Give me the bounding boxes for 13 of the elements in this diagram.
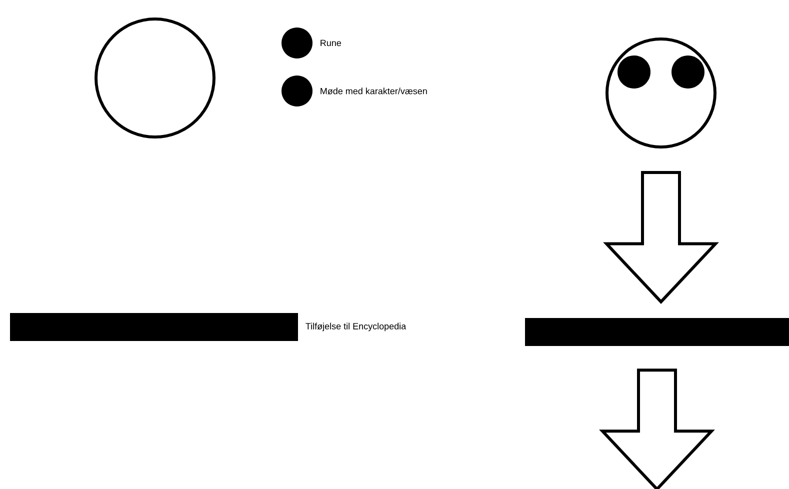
label-text: Tilføjelse til Encyclopedia — [306, 322, 406, 332]
bar — [525, 318, 789, 346]
label-text: Rune — [320, 40, 342, 46]
block-arrow — [603, 171, 719, 304]
circle — [282, 28, 312, 58]
circle — [606, 38, 716, 148]
bar — [10, 312, 298, 341]
block-arrow — [599, 368, 715, 489]
circle — [94, 18, 216, 138]
circle — [282, 76, 312, 106]
label-text: Møde med karakter/væsen — [320, 88, 427, 94]
circle — [618, 56, 650, 88]
circle — [672, 56, 704, 88]
